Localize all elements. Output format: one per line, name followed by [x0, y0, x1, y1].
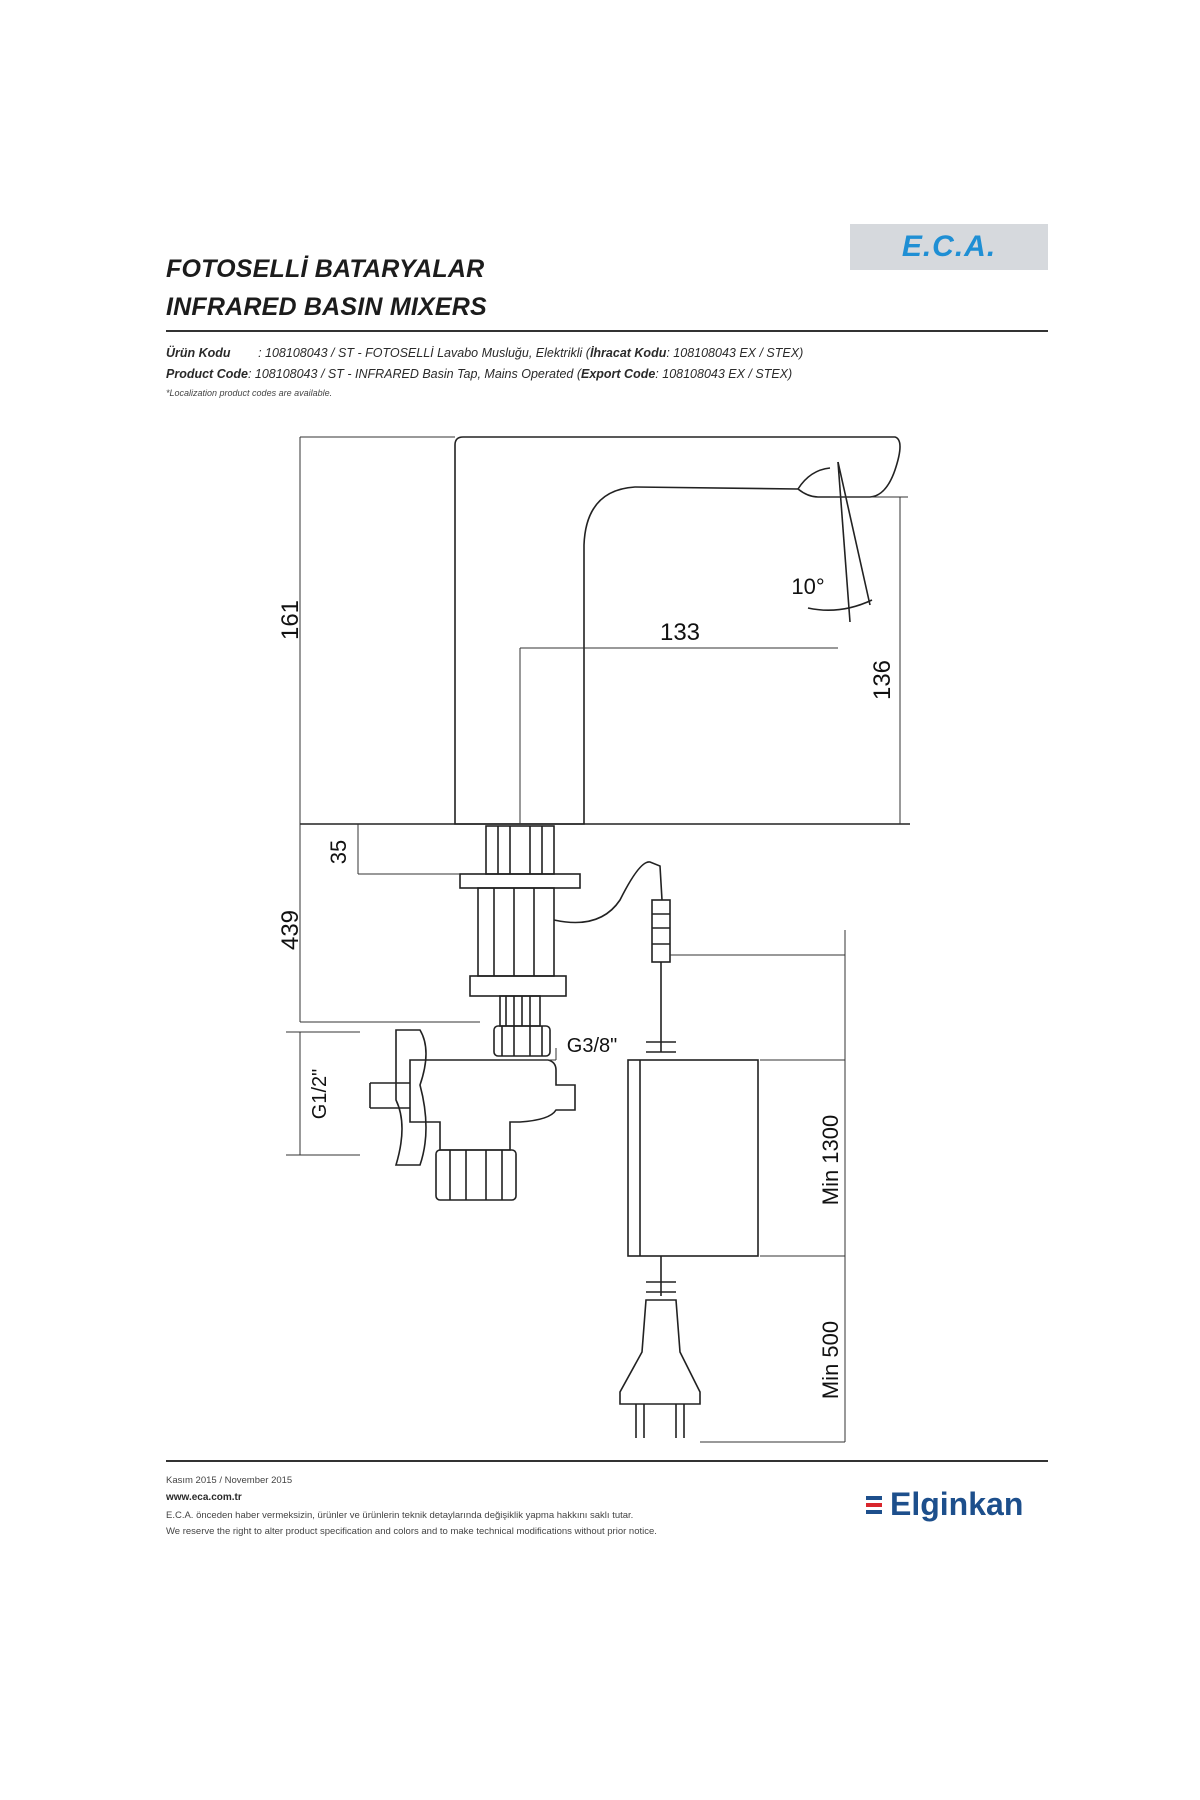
product-code-en-label: Product Code: [166, 367, 248, 381]
shank-top: [485, 825, 555, 875]
cable-connector: [651, 899, 671, 963]
footer-disclaimer-tr: E.C.A. önceden haber vermeksizin, ürünle…: [166, 1510, 634, 1521]
footer-disclaimer-en: We reserve the right to alter product sp…: [166, 1526, 657, 1537]
dim-133: 133: [660, 619, 700, 646]
product-code-tr: Ürün Kodu : 108108043 / ST - FOTOSELLİ L…: [166, 346, 803, 360]
elginkan-logo: Elginkan: [866, 1486, 1023, 1523]
tap-spout-inner: [797, 467, 831, 490]
footer-url[interactable]: www.eca.com.tr: [166, 1492, 242, 1503]
product-code-en: Product Code: 108108043 / ST - INFRARED …: [166, 367, 792, 381]
sensor-cable: [553, 861, 663, 924]
dim-161: 161: [277, 600, 304, 640]
dim-136: 136: [869, 660, 896, 700]
angle-valve-body: [409, 1059, 576, 1151]
transformer-box: [627, 1059, 759, 1257]
title-tr: FOTOSELLİ BATARYALAR: [166, 255, 485, 283]
product-code-en-value: : 108108043 / ST - INFRARED Basin Tap, M…: [247, 367, 581, 381]
product-code-tr-label: Ürün Kodu: [166, 346, 231, 360]
angle-arc: [807, 599, 873, 612]
angle-line-1: [837, 461, 851, 623]
export-code-tr-value: : 108108043 EX / STEX): [666, 346, 804, 360]
export-code-en-label: Export Code: [580, 367, 656, 381]
mounting-plate: [459, 873, 581, 889]
dim-min-1300: Min 1300: [818, 1115, 843, 1206]
footer-rule: [166, 1460, 1048, 1462]
eca-logo-text: E.C.A.: [901, 230, 997, 263]
dim-min-500: Min 500: [818, 1321, 843, 1399]
export-code-en-value: : 108108043 EX / STEX): [655, 367, 793, 381]
dim-g38: G3/8": [567, 1035, 617, 1057]
dim-10-deg: 10°: [791, 574, 824, 599]
header-rule: [166, 330, 1048, 332]
valve-handle: [394, 1029, 427, 1166]
shank-lower: [469, 975, 567, 997]
title-en: INFRARED BASIN MIXERS: [166, 293, 487, 321]
dim-35: 35: [326, 840, 351, 864]
dim-g12: G1/2": [309, 1069, 331, 1119]
eca-logo: E.C.A.: [850, 224, 1048, 270]
mains-plug: [619, 1299, 701, 1405]
shank-mid: [477, 887, 555, 977]
export-code-tr-label: İhracat Kodu: [589, 346, 667, 360]
elginkan-logo-text: Elginkan: [890, 1486, 1024, 1522]
localization-note: *Localization product codes are availabl…: [166, 388, 333, 398]
outlet-nut: [435, 1149, 517, 1201]
inlet-pipe: [369, 1082, 410, 1109]
product-code-tr-value: : 108108043 / ST - FOTOSELLİ Lavabo Musl…: [258, 346, 590, 360]
angle-line-2: [837, 461, 871, 606]
elginkan-mark-icon: [866, 1495, 882, 1514]
footer-date: Kasım 2015 / November 2015: [166, 1475, 293, 1486]
fitting-nut: [493, 1025, 551, 1057]
dim-439: 439: [277, 910, 304, 950]
tap-body-outline: [454, 436, 901, 825]
